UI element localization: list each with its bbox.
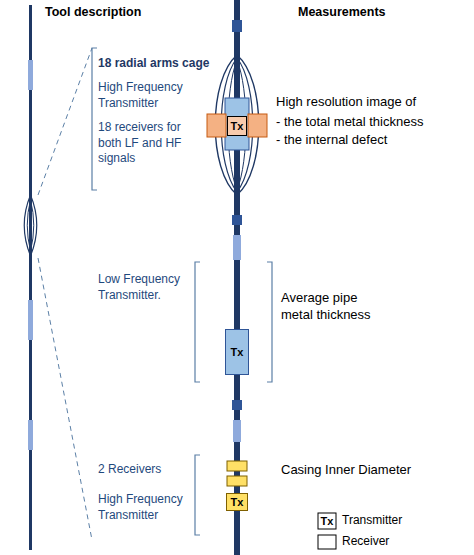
- receiver: [227, 476, 247, 486]
- measurement-text: - the internal defect: [276, 132, 387, 149]
- zoom-line: [38, 258, 92, 540]
- tool-segment: [28, 420, 33, 450]
- receiver-pad: [248, 114, 267, 137]
- measurement-text: Average pipe metal thickness: [281, 290, 391, 324]
- transmitter-box: Tx: [226, 493, 248, 511]
- receiver: [227, 461, 247, 471]
- measurement-text: Casing Inner Diameter: [281, 462, 411, 479]
- part-description: 2 Receivers: [98, 462, 161, 478]
- column-heading: Measurements: [298, 4, 386, 20]
- tool-body-small: [29, 5, 32, 550]
- column-heading: Tool description: [45, 4, 141, 20]
- measurement-text: High resolution image of: [276, 94, 416, 111]
- measurement-text: - the total metal thickness: [276, 114, 423, 131]
- bracket: [195, 262, 200, 382]
- bracket: [92, 48, 97, 190]
- part-description: High Frequency Transmitter: [98, 492, 190, 523]
- receiver-pad: [207, 114, 226, 137]
- transmitter-label: Tx: [231, 496, 244, 508]
- tool-body: [234, 0, 240, 555]
- bracket: [195, 455, 200, 535]
- cage-arm: [228, 60, 246, 190]
- part-title: 18 radial arms cage: [98, 56, 209, 72]
- tool-segment: [28, 300, 33, 340]
- cage-small: [27, 200, 34, 251]
- legend-sample-text: Tx: [318, 513, 336, 529]
- tool-joint: [232, 215, 242, 225]
- legend-text: Transmitter: [342, 513, 402, 529]
- legend-receiver-box: [318, 535, 336, 549]
- part-description: High Frequency Transmitter: [98, 80, 198, 111]
- transmitter-label: Tx: [231, 346, 244, 358]
- part-description: 18 receivers for both LF and HF signals: [98, 120, 198, 167]
- tool-segment: [233, 235, 241, 260]
- zoom-line: [38, 48, 92, 195]
- transmitter-label: Tx: [231, 120, 244, 132]
- tool-joint: [232, 20, 242, 32]
- tool-joint: [232, 400, 242, 410]
- transmitter-box: Tx: [225, 329, 249, 375]
- tool-segment: [28, 60, 33, 90]
- receiver-pad: [225, 98, 249, 150]
- tool-segment: [233, 420, 241, 442]
- bracket: [267, 262, 272, 382]
- transmitter-box: Tx: [227, 116, 247, 136]
- legend-transmitter-box: [318, 513, 336, 529]
- cage-small: [24, 195, 37, 256]
- part-description: Low Frequency Transmitter.: [98, 272, 190, 303]
- legend-text: Receiver: [342, 534, 389, 550]
